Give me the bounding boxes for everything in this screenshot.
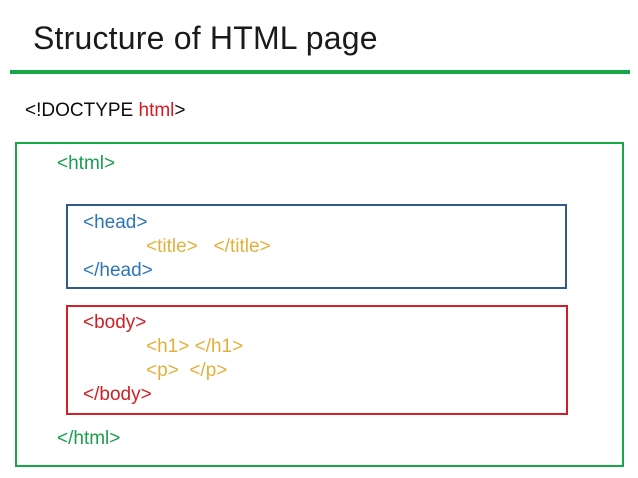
doctype-declaration: <!DOCTYPE html> [25, 100, 186, 123]
html-close-tag: </html> [57, 428, 121, 449]
head-open-tag: <head> [83, 212, 148, 233]
h1-tags: <h1> </h1> [146, 336, 244, 357]
p-tags: <p> </p> [146, 360, 228, 381]
body-element-box: <body> <h1> </h1> <p> </p> </body> [66, 305, 568, 415]
body-close-tag: </body> [83, 384, 152, 405]
doctype-suffix-text: > [174, 100, 186, 121]
title-underline-rule [10, 70, 630, 74]
title-tags: <title> </title> [146, 236, 271, 257]
html-open-tag: <html> [57, 153, 116, 174]
head-element-box: <head> <title> </title> </head> [66, 204, 567, 289]
head-close-tag: </head> [83, 260, 153, 281]
html-element-box: <html> <head> <title> </title> </head> <… [15, 142, 624, 467]
body-open-tag: <body> [83, 312, 147, 333]
page-title: Structure of HTML page [33, 20, 378, 56]
doctype-prefix-text: <!DOCTYPE [25, 100, 139, 121]
doctype-keyword-html: html [138, 100, 175, 121]
